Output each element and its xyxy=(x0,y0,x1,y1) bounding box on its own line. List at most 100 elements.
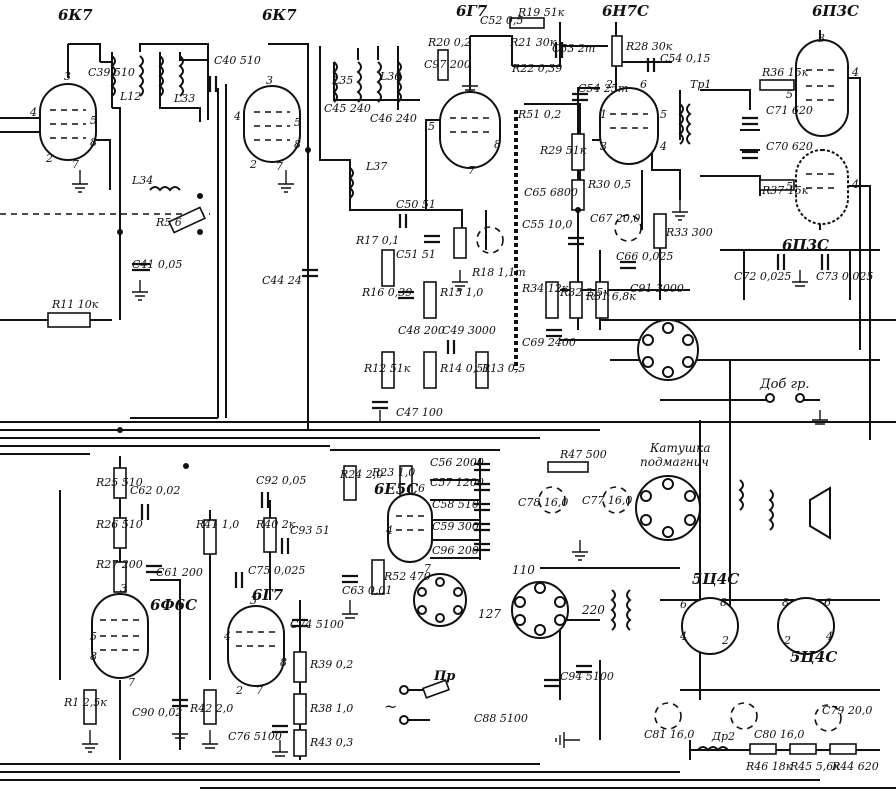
component-label: C92 0,05 xyxy=(256,474,306,487)
component-label: C51 51 xyxy=(396,248,436,261)
pin-number: 6 xyxy=(640,78,647,91)
pin-number: 4 xyxy=(851,178,859,191)
pin-number: 8 xyxy=(720,596,727,609)
pin-number: 3 xyxy=(120,582,127,595)
component-label: R42 2,0 xyxy=(189,702,233,715)
component-label: C73 0,025 xyxy=(816,270,873,283)
component-label: R30 0,5 xyxy=(587,178,631,191)
electrolytic-capacitors xyxy=(476,214,842,732)
component-label: C62 0,02 xyxy=(130,484,180,497)
pin-number: 2 xyxy=(605,78,613,91)
component-label: R23 1,0 xyxy=(371,466,415,479)
coils xyxy=(110,55,774,752)
component-label: C71 620 xyxy=(766,104,813,117)
pin-number: 5 xyxy=(428,120,435,133)
pin-number: 4 xyxy=(825,630,833,643)
pin-number: 6 xyxy=(418,482,425,495)
pin-number: 5 xyxy=(786,88,793,101)
field-coil-label: Катушка xyxy=(649,441,710,455)
component-label: C45 240 xyxy=(324,102,371,115)
component-label: R44 620 xyxy=(831,760,879,773)
pin-number: 8 xyxy=(294,138,301,151)
pin-number: 5 xyxy=(294,116,301,129)
component-label: C78 16,0 xyxy=(518,496,568,509)
component-label: R32 2,5к xyxy=(559,286,610,299)
pin-number: 2 xyxy=(721,634,729,647)
component-label: R22 0,39 xyxy=(511,62,562,75)
component-label: C54 0,15 xyxy=(660,52,710,65)
component-label: C61 200 xyxy=(156,566,203,579)
component-label: R28 30к xyxy=(625,40,673,53)
component-label: R36 15к xyxy=(761,66,809,79)
component-label: R11 10к xyxy=(51,298,99,311)
field-coil-label: подмагнич xyxy=(640,455,709,469)
tube-label: 6П3С xyxy=(782,236,829,254)
pin-number: 8 xyxy=(494,138,501,151)
component-label: R41 1,0 xyxy=(195,518,239,531)
extra-speaker-label: Доб гр. xyxy=(759,377,810,392)
pin-number: 8 xyxy=(90,650,97,663)
component-label: C72 0,025 xyxy=(734,270,791,283)
component-label: R31 6,8к xyxy=(585,290,636,303)
pin-number: 4 xyxy=(679,630,687,643)
component-label: C52 0,5 xyxy=(480,14,523,27)
component-label: C67 20,0 xyxy=(590,212,640,225)
pin-number: 3 xyxy=(818,32,825,45)
component-label: C74 5100 xyxy=(290,618,344,631)
component-label: C80 16,0 xyxy=(754,728,804,741)
fuse-label: Пр xyxy=(433,669,455,684)
resistors xyxy=(47,17,857,757)
component-label: R40 2к xyxy=(255,518,296,531)
pin-number: 7 xyxy=(128,676,135,689)
pin-number: 5 xyxy=(786,180,793,193)
component-label: C46 240 xyxy=(370,112,417,125)
component-label: C39 510 xyxy=(88,66,135,79)
component-label: R21 30к xyxy=(509,36,557,49)
component-label: C79 20,0 xyxy=(822,704,872,717)
component-label: R19 51к xyxy=(517,6,565,19)
pin-number: 7 xyxy=(468,164,475,177)
component-label: L34 xyxy=(131,174,153,187)
tube-label: 6П3С xyxy=(812,2,859,20)
component-label: R15 1,0 xyxy=(439,286,483,299)
pin-number: 3 xyxy=(600,140,607,153)
pin-number: 4 xyxy=(385,524,393,537)
pin-number: 7 xyxy=(424,562,431,575)
component-label: C48 200 xyxy=(398,324,445,337)
tube-grids xyxy=(50,69,838,651)
socket-pins xyxy=(417,322,696,636)
ac-symbol: ~ xyxy=(384,697,397,716)
component-label: R38 1,0 xyxy=(309,702,353,715)
component-label: R43 0,3 xyxy=(309,736,353,749)
pin-number: 3 xyxy=(64,70,71,83)
component-label: R47 500 xyxy=(559,448,607,461)
component-label: R29 51к xyxy=(539,144,587,157)
component-label: L37 xyxy=(365,160,387,173)
voltage-tap-label: 220 xyxy=(581,603,605,617)
tube-label: 6Г7 xyxy=(252,586,284,604)
capacitors xyxy=(132,42,830,734)
tube-label: 6Н7С xyxy=(602,2,649,20)
component-label: L36 xyxy=(379,70,401,83)
tube-label: 6К7 xyxy=(58,6,93,24)
component-label: C77 16,0 xyxy=(582,494,632,507)
dots xyxy=(117,147,581,469)
component-label: R14 0,51 xyxy=(439,362,490,375)
component-label: C44 24 xyxy=(262,274,302,287)
component-label: C66 0,025 xyxy=(616,250,673,263)
speaker-icon xyxy=(809,486,831,540)
component-label: C93 51 xyxy=(290,524,330,537)
pin-number: 4 xyxy=(223,630,231,643)
component-label: R12 51к xyxy=(363,362,411,375)
tube-label: 6Г7 xyxy=(456,2,488,20)
component-label: R1 2,5к xyxy=(63,696,107,709)
component-label: R25 510 xyxy=(95,476,143,489)
component-label: Тр1 xyxy=(690,78,711,91)
component-label: R20 0,2 xyxy=(427,36,471,49)
component-label: C70 620 xyxy=(766,140,813,153)
component-label: C91 3000 xyxy=(630,282,684,295)
component-label: L12 xyxy=(119,90,141,103)
component-label: C75 0,025 xyxy=(248,564,305,577)
pin-number: 7 xyxy=(276,160,283,173)
